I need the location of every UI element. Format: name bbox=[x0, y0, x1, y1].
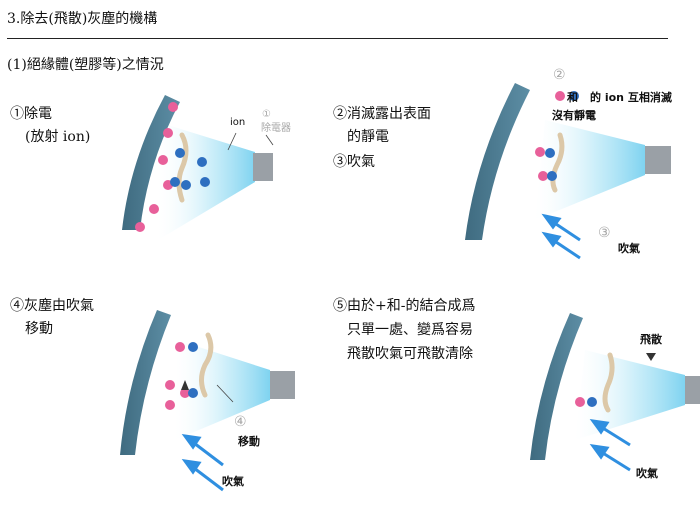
panel2-dust bbox=[550, 132, 565, 193]
panel2-charges bbox=[535, 91, 579, 181]
panel2-title-line2: 的靜電 bbox=[347, 129, 389, 145]
panel1-device-label: 除電器 bbox=[261, 123, 291, 134]
panel2-beam bbox=[535, 120, 645, 220]
panel4-title-line2: 只單一處、變爲容易 bbox=[347, 322, 473, 338]
section-heading: (1)絕緣體(塑膠等)之情況 bbox=[7, 57, 164, 73]
panel4-scatter-arrow bbox=[646, 353, 656, 361]
panel3-wall bbox=[120, 310, 171, 455]
title-divider bbox=[7, 38, 668, 39]
panel3-device bbox=[270, 371, 295, 399]
panel1-dust bbox=[176, 132, 189, 203]
panel2-note-a: 和 bbox=[567, 91, 578, 104]
panel4-air-arrows bbox=[589, 419, 631, 472]
panel2-circled-3: ③ bbox=[598, 225, 611, 241]
panel4-wall bbox=[530, 313, 583, 460]
panel2-device bbox=[645, 146, 671, 174]
panel3-title-line1: ④灰塵由吹氣 bbox=[10, 298, 94, 314]
panel2-circled-2: ② bbox=[553, 67, 566, 83]
panel4-scatter-label: 飛散 bbox=[640, 333, 662, 346]
panel2-title-line1: ②消滅露出表面 bbox=[333, 106, 431, 122]
panel3-circled-4: ④ bbox=[234, 414, 247, 430]
panel1-device-number: ① bbox=[262, 109, 271, 120]
panel1-charges bbox=[135, 102, 210, 232]
panel1-ion-label: ion bbox=[230, 117, 246, 128]
panel1-device bbox=[253, 153, 273, 181]
panel2-note-line2: 沒有靜電 bbox=[552, 109, 596, 122]
panel4-title-line3: 飛散吹氣可飛散清除 bbox=[347, 346, 473, 362]
panel3-diagram bbox=[120, 310, 295, 492]
panel4-title-line1: ⑤由於+和-的結合成爲 bbox=[333, 298, 476, 314]
panel3-beam bbox=[175, 340, 270, 440]
panel2-note-b: 的 ion 互相消滅 bbox=[590, 91, 672, 104]
panel3-air-label: 吹氣 bbox=[222, 475, 244, 488]
panel2-title-line3: ③吹氣 bbox=[333, 154, 375, 170]
panel1-subtitle: (放射 ion) bbox=[25, 129, 91, 145]
panel4-beam bbox=[575, 350, 685, 440]
panel4-diagram bbox=[530, 313, 700, 472]
panel2-wall bbox=[465, 83, 530, 240]
panel3-up-arrow bbox=[181, 380, 189, 390]
panel3-charges bbox=[165, 342, 198, 410]
page-title: 3.除去(飛散)灰塵的機構 bbox=[7, 11, 158, 27]
panel4-device bbox=[685, 376, 700, 404]
panel4-charges bbox=[575, 397, 597, 407]
panel2-air-arrows bbox=[541, 213, 581, 260]
panel3-dust bbox=[199, 332, 214, 398]
panel3-air-arrows bbox=[181, 434, 224, 492]
panel4-air-label: 吹氣 bbox=[636, 467, 658, 480]
panel4-dust bbox=[602, 352, 615, 413]
panel3-move-label: 移動 bbox=[238, 435, 260, 448]
panel3-title-line2: 移動 bbox=[25, 321, 53, 337]
panel1-title: ①除電 bbox=[10, 106, 52, 122]
panel1-diagram bbox=[122, 95, 274, 240]
panel2-air-label: 吹氣 bbox=[618, 242, 640, 255]
panel2-diagram bbox=[465, 83, 671, 260]
